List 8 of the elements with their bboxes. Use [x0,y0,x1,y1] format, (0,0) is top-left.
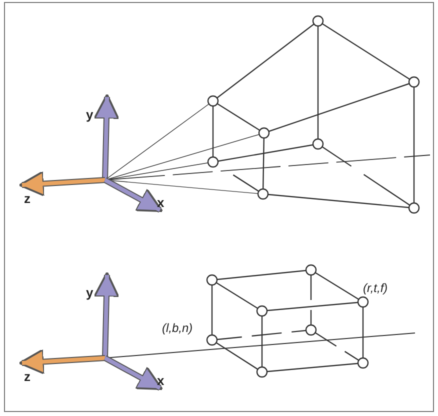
axis-label: y [86,286,94,299]
axis-label: z [24,192,30,205]
axis-label: y [86,108,94,121]
axis-label: x [157,196,164,209]
coordinate-label: (l,b,n) [162,322,193,334]
axis-label: x [157,374,164,387]
axis-label: z [24,370,30,383]
coordinate-label: (r,t,f) [363,282,388,294]
